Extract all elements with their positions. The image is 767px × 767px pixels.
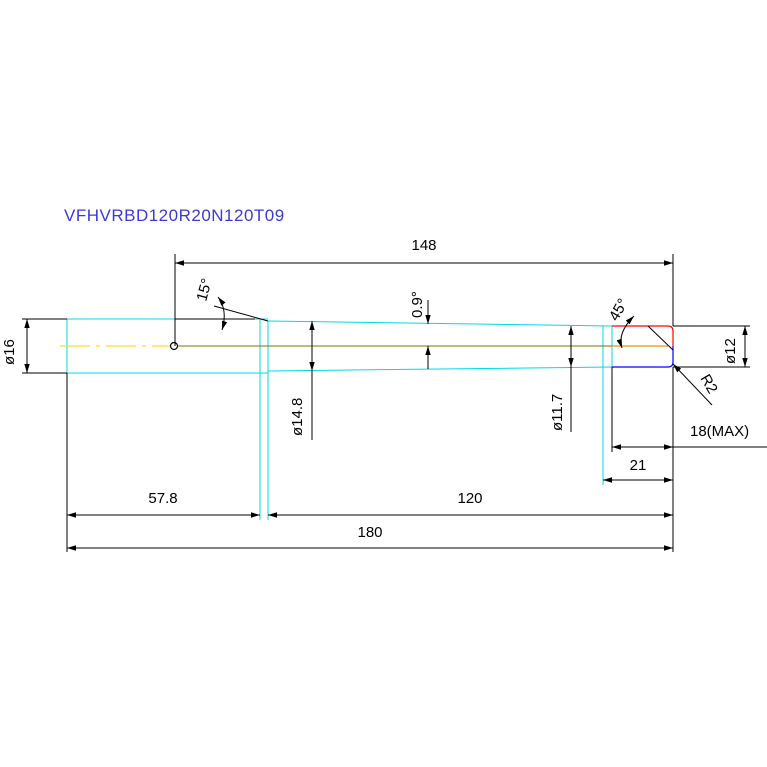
dimension-texts: 148 15° 0.9° 45° ø16 ø14.8 ø11.7 ø12 R2 … <box>1 237 749 541</box>
centerline <box>60 341 668 351</box>
arc-45 <box>616 315 635 349</box>
label-18max: 18(MAX) <box>690 423 749 440</box>
arc-15 <box>217 296 228 331</box>
chamfer-line-45 <box>647 325 674 351</box>
label-dia-117: ø11.7 <box>549 394 566 431</box>
label-09deg: 0.9° <box>409 291 426 318</box>
head-top-outline <box>612 325 674 346</box>
leader-r2 <box>672 363 713 406</box>
head-bottom-outline <box>612 346 674 368</box>
label-148: 148 <box>411 237 436 254</box>
label-21: 21 <box>630 457 647 474</box>
cutting-head <box>612 325 674 368</box>
label-45deg: 45° <box>606 296 632 324</box>
label-15deg: 15° <box>193 277 215 303</box>
neck-bottom-edge <box>267 366 613 372</box>
reference-point <box>169 341 179 351</box>
neck-top-edge <box>267 320 613 327</box>
label-dia-16: ø16 <box>1 339 18 365</box>
dimension-lines <box>22 254 767 552</box>
label-578: 57.8 <box>148 490 177 507</box>
part-code-title: VFHVRBD120R20N120T09 <box>64 206 285 225</box>
label-dia-148: ø14.8 <box>289 398 306 436</box>
label-120: 120 <box>457 490 482 507</box>
label-dia-12: ø12 <box>722 338 739 364</box>
label-180: 180 <box>357 524 382 541</box>
